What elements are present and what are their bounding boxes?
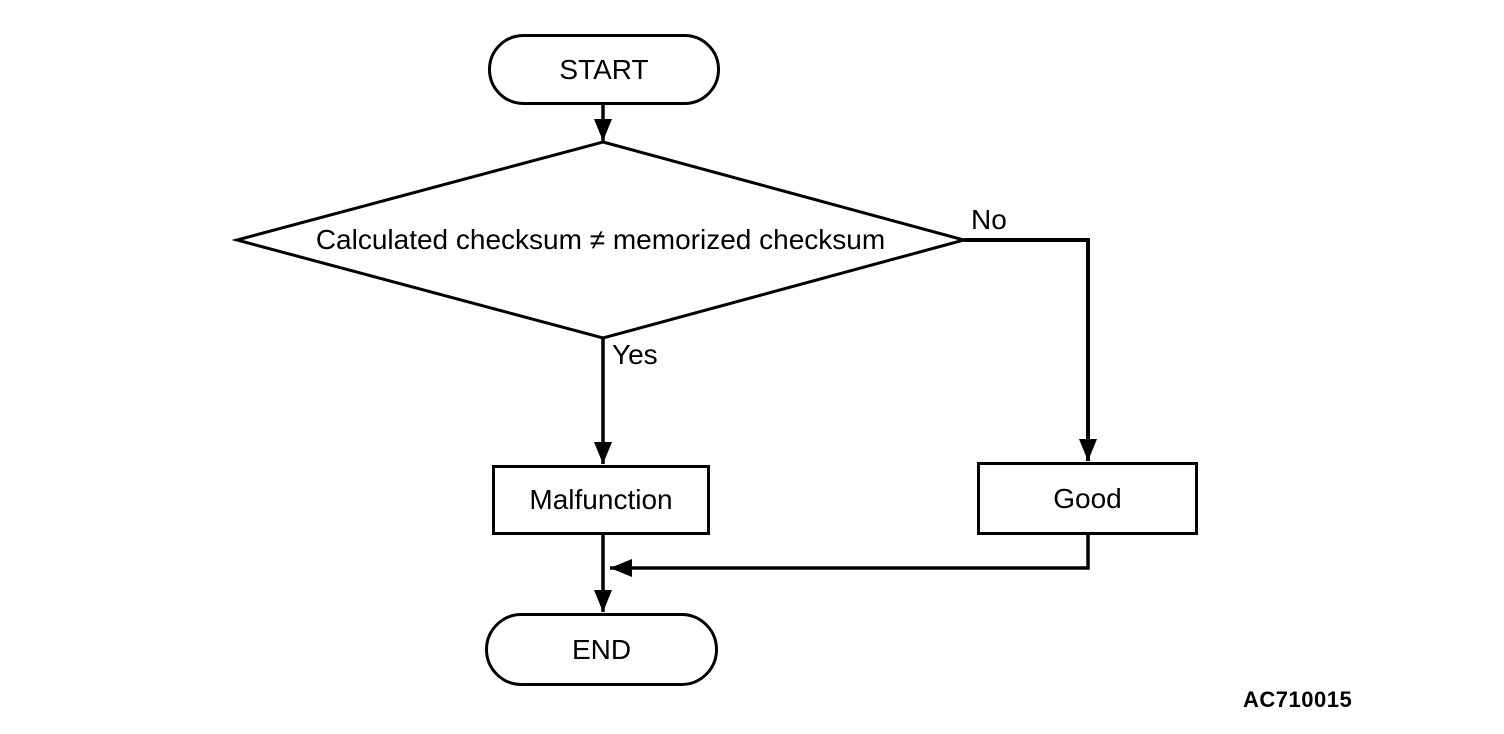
- edge-label-no: No: [971, 204, 1007, 235]
- edge-decision-no-to-good: [964, 238, 1097, 461]
- node-start-label: START: [559, 53, 649, 85]
- node-good: Good: [977, 462, 1198, 535]
- node-good-label: Good: [1053, 482, 1122, 514]
- node-end: END: [485, 613, 718, 686]
- node-start: START: [488, 34, 720, 105]
- node-end-label: END: [571, 633, 632, 665]
- node-malfunction: Malfunction: [492, 465, 710, 535]
- node-decision-label: Calculated checksum ≠ memorized checksum: [315, 224, 886, 255]
- edge-label-yes: Yes: [612, 339, 658, 370]
- node-malfunction-label: Malfunction: [529, 484, 673, 515]
- edge-good-to-merge: [610, 535, 1090, 577]
- figure-code: AC710015: [1243, 687, 1353, 712]
